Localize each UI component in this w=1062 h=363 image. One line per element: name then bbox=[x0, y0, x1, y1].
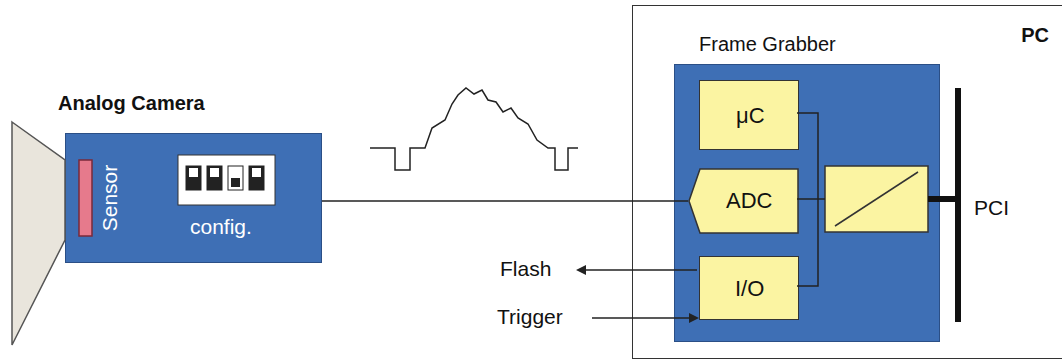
sensor-chip bbox=[79, 160, 92, 236]
heading: Frame Grabber bbox=[699, 33, 836, 56]
internal-bus bbox=[797, 113, 818, 286]
block-label: μC bbox=[736, 103, 765, 129]
heading: PC bbox=[1021, 24, 1049, 47]
bus-interface bbox=[825, 166, 928, 232]
video-cable bbox=[322, 200, 688, 202]
output-signal: Flash bbox=[500, 257, 551, 281]
bus-name: PCI bbox=[974, 196, 1009, 220]
config-label: config. bbox=[190, 215, 252, 239]
frame-grabber: Frame GrabberμCADCI/O bbox=[674, 64, 940, 342]
block-label: I/O bbox=[735, 276, 764, 302]
trigger-arrow bbox=[592, 317, 697, 319]
heading: Analog Camera bbox=[58, 92, 205, 115]
video-signal bbox=[370, 88, 578, 170]
adc-block: ADC bbox=[688, 168, 799, 234]
pci-link bbox=[928, 196, 955, 202]
flash-arrow bbox=[578, 269, 697, 271]
microcontroller: μC bbox=[699, 80, 799, 150]
pci-bus bbox=[955, 88, 961, 322]
internal-wire bbox=[797, 198, 825, 200]
io-block: I/O bbox=[699, 256, 799, 320]
pc-box: PC Frame Grabber μC ADC I/O bbox=[632, 5, 1062, 359]
sensor-label: Sensor bbox=[98, 165, 122, 232]
camera-lens bbox=[12, 122, 65, 345]
dip-switch bbox=[178, 155, 275, 205]
input-signal: Trigger bbox=[497, 305, 563, 329]
block-label: ADC bbox=[726, 188, 772, 214]
